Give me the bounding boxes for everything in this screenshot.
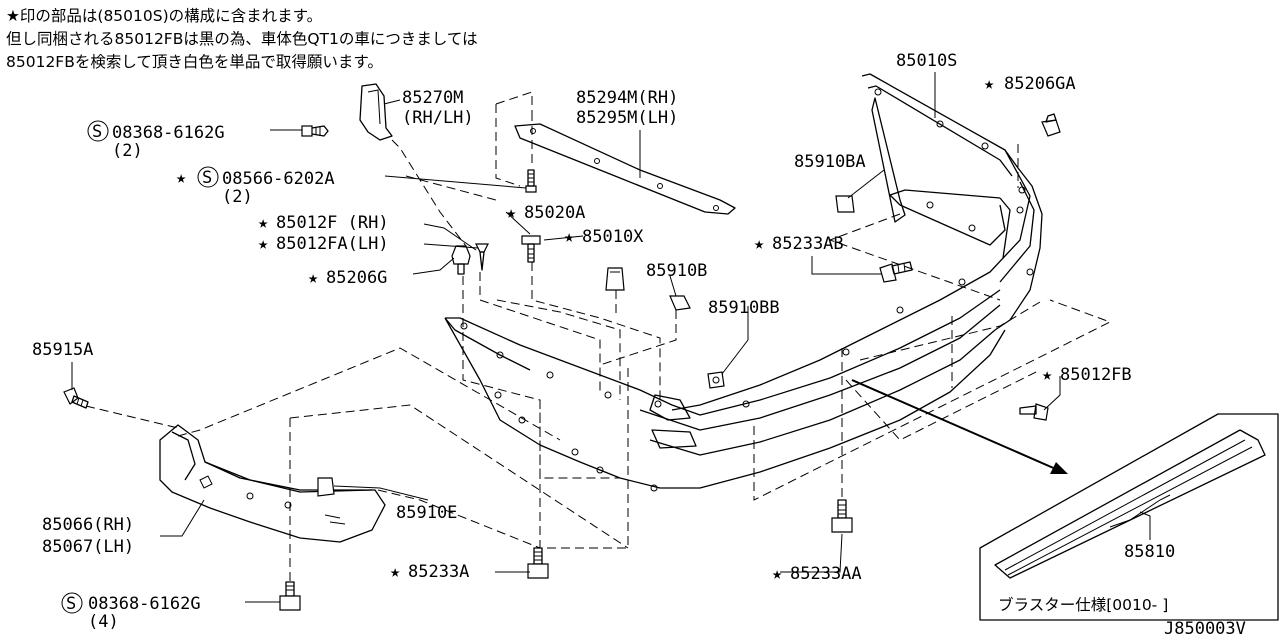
star-icon: ★ [754, 234, 764, 254]
screw-08566 [525, 169, 537, 193]
bumper-stay-85294m [514, 123, 736, 215]
clip-85012f [475, 243, 489, 271]
screw-mark-s-1: S [92, 122, 102, 142]
clip-85206g [451, 245, 471, 275]
label-85066: 85066(RH) [42, 515, 134, 535]
inset-box-85810 [979, 413, 1279, 621]
label-08368-bottom: 08368-6162G [88, 594, 201, 614]
inset-caption: ブラスター仕様[0010- ] [998, 595, 1168, 614]
bolt-85233aa [831, 499, 853, 533]
label-85910e: 85910E [396, 503, 457, 523]
star-icon: ★ [308, 268, 318, 288]
label-08566: 08566-6202A [222, 169, 335, 189]
star-icon: ★ [564, 227, 574, 247]
label-85910ba: 85910BA [794, 152, 866, 172]
star-icon: ★ [984, 74, 994, 94]
label-85012fb: 85012FB [1060, 365, 1132, 385]
bolt-08368-bottom [279, 581, 301, 611]
label-85233a: 85233A [408, 562, 469, 582]
label-85010x: 85010X [582, 227, 644, 247]
part-labels: 85270M (RH/LH) 08368-6162G (2) 08566-620… [32, 51, 1246, 638]
bolt-85233a [527, 547, 549, 579]
assembly-dash-lines [85, 91, 1112, 582]
label-08368-bottom-qty: (4) [88, 612, 119, 632]
label-85270m: 85270M [402, 88, 463, 108]
screw-mark-s-3: S [66, 594, 76, 614]
star-marks: ★ ★ ★ ★ ★ ★ ★ ★ ★ ★ ★ [176, 74, 1052, 584]
screw-85915a [63, 387, 89, 409]
diagram-code: J850003V [1164, 619, 1246, 638]
clip-85010x [605, 267, 625, 291]
side-bracket-85066 [159, 424, 386, 543]
clip-85910e [317, 477, 335, 497]
screw-mark-icon [61, 592, 83, 614]
label-85915a: 85915A [32, 340, 93, 360]
label-08566-qty: (2) [222, 187, 253, 207]
star-icon: ★ [258, 234, 268, 254]
bracket-85270m [359, 83, 393, 141]
label-85012f: 85012F (RH) [276, 213, 389, 233]
label-85270m-side: (RH/LH) [402, 108, 474, 128]
clip-85910b [669, 295, 691, 311]
fasteners [63, 113, 1061, 611]
screw-85233ab [879, 261, 913, 283]
screw-mark-icon [87, 120, 109, 142]
clip-85910ba [835, 195, 855, 213]
screw-08368-top [301, 125, 329, 137]
bolt-85020a [521, 235, 541, 263]
leader-lines [71, 72, 1151, 603]
label-85233aa: 85233AA [790, 564, 862, 584]
star-icon: ★ [258, 213, 268, 233]
label-85206ga: 85206GA [1004, 74, 1076, 94]
label-85067: 85067(LH) [42, 537, 134, 557]
label-85010s: 85010S [896, 51, 957, 71]
star-icon: ★ [506, 203, 516, 223]
star-icon: ★ [390, 562, 400, 582]
note-line-1: ★印の部品は(85010S)の構成に含まれます。 [6, 7, 322, 25]
note-line-2: 但し同梱される85012FBは黒の為、車体色QT1の車につきましては [6, 30, 478, 48]
label-85206g: 85206G [326, 268, 387, 288]
label-85910b: 85910B [646, 261, 707, 281]
label-85810: 85810 [1124, 542, 1175, 562]
note-line-3: 85012FBを検索して頂き白色を単品で取得願います。 [6, 53, 383, 71]
label-85294m: 85294M(RH) [576, 88, 678, 108]
clip-85206ga [1041, 113, 1061, 137]
screw-mark-s-2: S [202, 168, 212, 188]
star-icon: ★ [176, 168, 186, 188]
label-85233ab: 85233AB [772, 234, 844, 254]
bumper-fascia-85010s [444, 73, 1043, 492]
star-icon: ★ [1042, 365, 1052, 385]
star-icon: ★ [772, 564, 782, 584]
clip-85910bb [707, 371, 725, 389]
label-85020a: 85020A [524, 203, 585, 223]
label-85910bb: 85910BB [708, 298, 780, 318]
label-08368-top: 08368-6162G [112, 123, 225, 143]
screw-mark-icon [197, 166, 219, 188]
label-08368-top-qty: (2) [112, 141, 143, 161]
label-85295m: 85295M(LH) [576, 108, 678, 128]
notes-block: ★印の部品は(85010S)の構成に含まれます。 但し同梱される85012FBは… [6, 7, 478, 71]
label-85012fa: 85012FA(LH) [276, 234, 389, 254]
screw-marks: S S S [61, 120, 219, 614]
screw-85012fb [1019, 403, 1049, 421]
